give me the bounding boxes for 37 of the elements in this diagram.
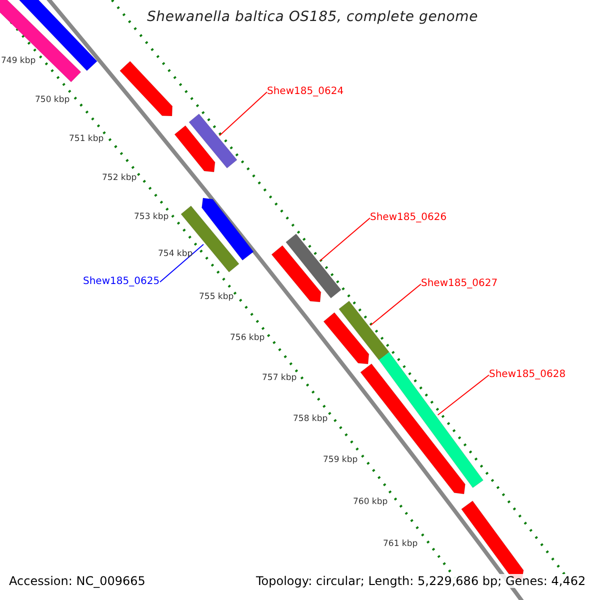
gene-label: Shew185_0626 [370, 212, 447, 224]
scale-label: 749 kbp [1, 56, 36, 66]
gene-bar [360, 363, 466, 494]
scale-label: 754 kbp [158, 249, 193, 260]
scale-label: 759 kbp [323, 455, 358, 466]
scale-label: 753 kbp [134, 212, 169, 222]
leader-line [219, 92, 268, 136]
scale-label: 758 kbp [293, 414, 328, 424]
footer-text: Topology: circular; Length: 5,229,686 bp; Genes: 4,462 [256, 574, 586, 588]
gene-bar [188, 114, 238, 168]
leader-line [370, 284, 422, 326]
gene-label: Shew185_0624 [267, 86, 344, 98]
leader-line [437, 374, 490, 416]
scale-label: 761 kbp [383, 539, 418, 550]
leader-line [160, 244, 204, 282]
gene-label: Shew185_0627 [421, 278, 498, 290]
gene-bar [323, 312, 370, 364]
gene-bar [120, 60, 173, 116]
gene-bar [0, 0, 82, 82]
leader-line [320, 218, 370, 262]
gene-bar [271, 245, 322, 302]
gene-label: Shew185_0625 [83, 276, 160, 288]
title: Shewanella baltica OS185, complete genome [147, 9, 478, 26]
gene-label: Shew185_0628 [489, 369, 566, 381]
scale-label: 757 kbp [262, 373, 297, 384]
gene-bar [286, 234, 342, 298]
scale-label: 751 kbp [69, 134, 104, 144]
scale-label: 752 kbp [102, 173, 137, 184]
gene-bar [202, 198, 254, 261]
gene-bar [378, 352, 484, 488]
gene-bar [174, 125, 216, 172]
gene-bar [338, 300, 390, 360]
scale-label: 750 kbp [35, 95, 70, 106]
scale-label: 755 kbp [199, 292, 234, 302]
scale-label: 760 kbp [353, 497, 388, 508]
scale-label: 756 kbp [230, 333, 265, 344]
footer-text: Accession: NC_009665 [9, 574, 146, 588]
